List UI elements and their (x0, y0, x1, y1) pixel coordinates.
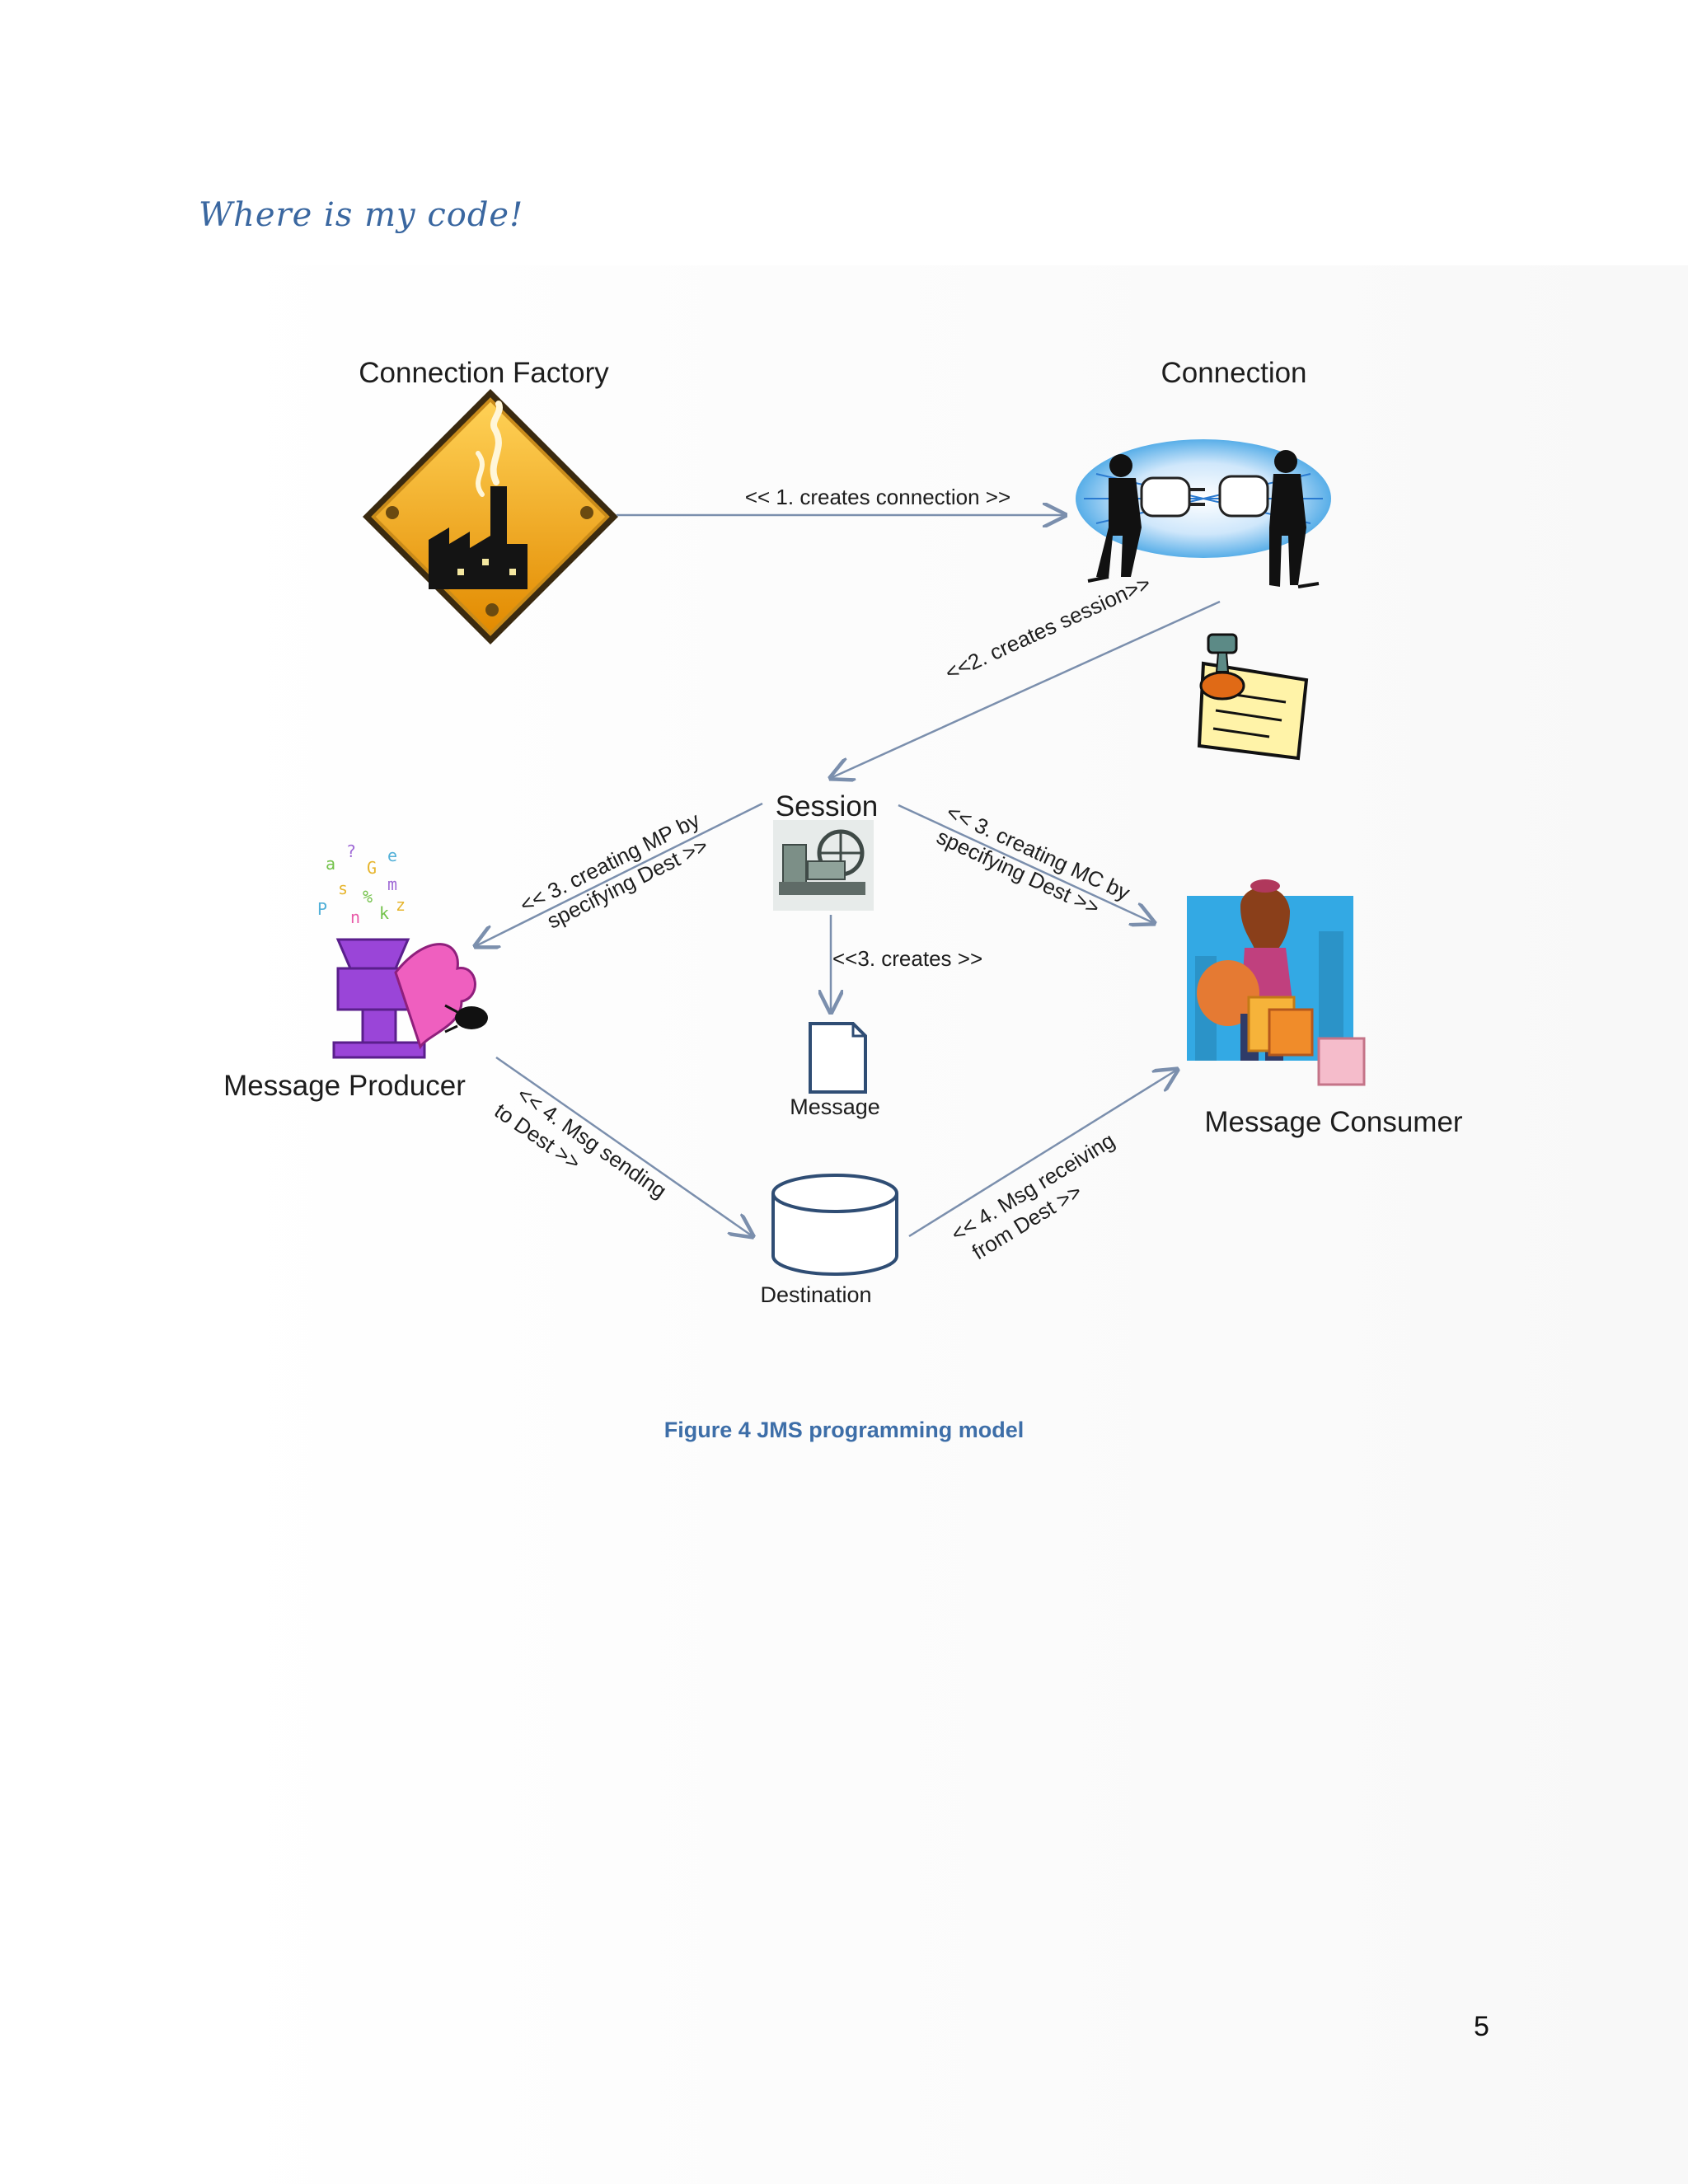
svg-text:n: n (350, 907, 360, 927)
connection-icon (1076, 439, 1331, 588)
message-producer-label: Message Producer (223, 1070, 466, 1102)
destination-label: Destination (760, 1282, 871, 1307)
message-document-icon (809, 1022, 867, 1094)
session-label: Session (776, 790, 879, 823)
arrow-creates-session (831, 600, 1221, 778)
factory-icon (363, 389, 618, 644)
svg-text:m: m (387, 874, 397, 894)
message-label: Message (790, 1094, 880, 1119)
svg-text:z: z (396, 895, 406, 915)
stamp-icon (1197, 633, 1309, 761)
page-number: 5 (1474, 2011, 1489, 2042)
arrow-creates-producer (476, 802, 763, 946)
svg-text:a: a (326, 854, 335, 874)
connection-factory-label: Connection Factory (359, 357, 609, 389)
destination-cylinder-icon (771, 1174, 898, 1276)
section-heading: Where is my code! (199, 196, 524, 234)
svg-text:e: e (387, 846, 397, 865)
consumer-shopper-icon (1187, 879, 1366, 1086)
figure-caption: Figure 4 JMS programming model (663, 1418, 1025, 1442)
session-engine-icon (773, 820, 874, 911)
svg-text:k: k (379, 903, 389, 923)
message-consumer-label: Message Consumer (1204, 1106, 1463, 1138)
creates-connection-label: << 1. creates connection >> (745, 485, 1010, 509)
creates-message-label: <<3. creates >> (832, 946, 982, 971)
svg-text:G: G (367, 858, 377, 878)
arrow-msg-sending (495, 1056, 753, 1236)
arrow-msg-receiving (908, 1070, 1177, 1238)
svg-text:%: % (363, 887, 373, 907)
svg-text:s: s (338, 879, 348, 898)
arrow-creates-consumer (898, 804, 1154, 923)
svg-text:?: ? (346, 841, 356, 861)
svg-text:P: P (317, 899, 327, 919)
creates-session-label: <<2. creates session>> (941, 570, 1154, 685)
connection-label: Connection (1160, 357, 1306, 389)
